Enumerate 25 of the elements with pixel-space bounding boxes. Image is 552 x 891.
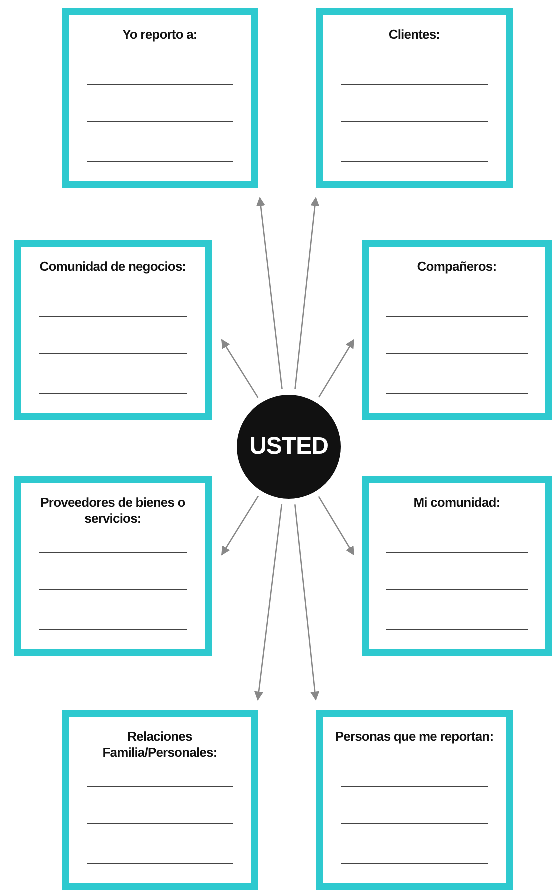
card-heading: Proveedores de bienes o servicios: <box>40 495 186 527</box>
arrow <box>318 339 355 398</box>
arrow <box>221 339 259 398</box>
card-heading: Compañeros: <box>416 259 498 275</box>
worksheet-card <box>316 710 513 890</box>
card-heading: Clientes: <box>388 27 442 43</box>
arrow <box>254 504 283 701</box>
worksheet-card <box>62 710 258 890</box>
worksheet-card <box>362 476 552 656</box>
center-label: USTED <box>250 433 328 461</box>
arrow <box>221 496 259 556</box>
card-heading: Mi comunidad: <box>412 495 502 511</box>
arrow <box>318 496 355 556</box>
card-heading: Personas que me reportan: <box>334 729 495 745</box>
arrow <box>256 197 283 390</box>
worksheet-card <box>62 8 258 188</box>
worksheet-card <box>362 240 552 420</box>
arrow <box>294 504 320 701</box>
worksheet-card <box>14 476 212 656</box>
card-heading: Comunidad de negocios: <box>38 259 188 275</box>
card-heading: Relaciones Familia/Personales: <box>102 729 218 761</box>
worksheet-card <box>316 8 513 188</box>
worksheet-card <box>14 240 212 420</box>
arrow <box>294 197 320 390</box>
card-heading: Yo reporto a: <box>122 27 198 43</box>
